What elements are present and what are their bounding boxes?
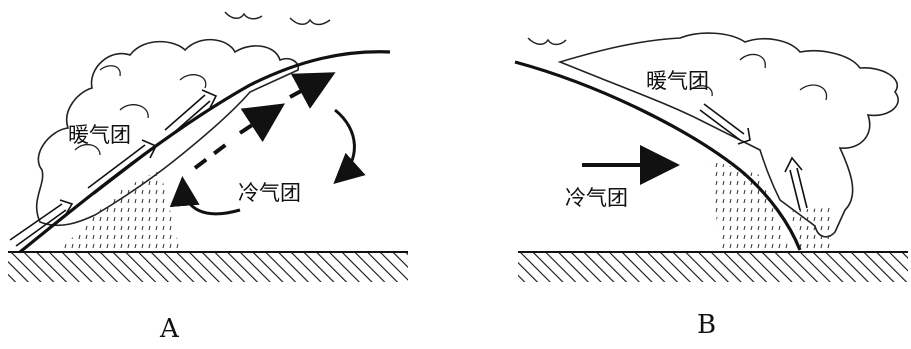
rain-shaft-b2 [790, 208, 832, 250]
cloud-mass-a [35, 38, 300, 227]
cloud-puff-a4 [99, 65, 121, 77]
ground-b [518, 252, 908, 282]
warm-air-arrows-b [699, 103, 808, 211]
cold-air-label-b: 冷气团 [565, 186, 628, 210]
warm-air-label-a: 暖气团 [68, 123, 131, 147]
rain-shaft-a [60, 170, 180, 250]
warm-air-arrows-a [9, 89, 218, 247]
caption-b: B [697, 310, 716, 340]
cloud-puff-b3 [689, 85, 713, 97]
bird-icon [527, 37, 567, 46]
cloud-puff-a1 [74, 143, 101, 156]
panel-a: 暖气团 冷气团 A [8, 11, 408, 344]
rain-shaft-b1 [710, 160, 790, 250]
cold-air-arrows-a [169, 72, 366, 216]
bird-icon [224, 11, 263, 20]
caption-a: A [159, 314, 180, 344]
cloud-puff-a3 [179, 74, 207, 89]
bird-icon [289, 17, 331, 26]
front-surface-b [514, 60, 802, 251]
cold-air-label-a: 冷气团 [238, 181, 301, 205]
cloud-puff-a2 [119, 104, 149, 119]
ground-a [8, 252, 408, 282]
cloud-puff-b2 [799, 84, 828, 101]
cloud-mass-b [557, 32, 899, 238]
front-surface-a [18, 50, 391, 254]
warm-air-label-b: 暖气团 [646, 69, 709, 93]
panel-b: 暖气团 冷气团 B [514, 32, 908, 340]
cloud-puff-b1 [739, 53, 766, 69]
